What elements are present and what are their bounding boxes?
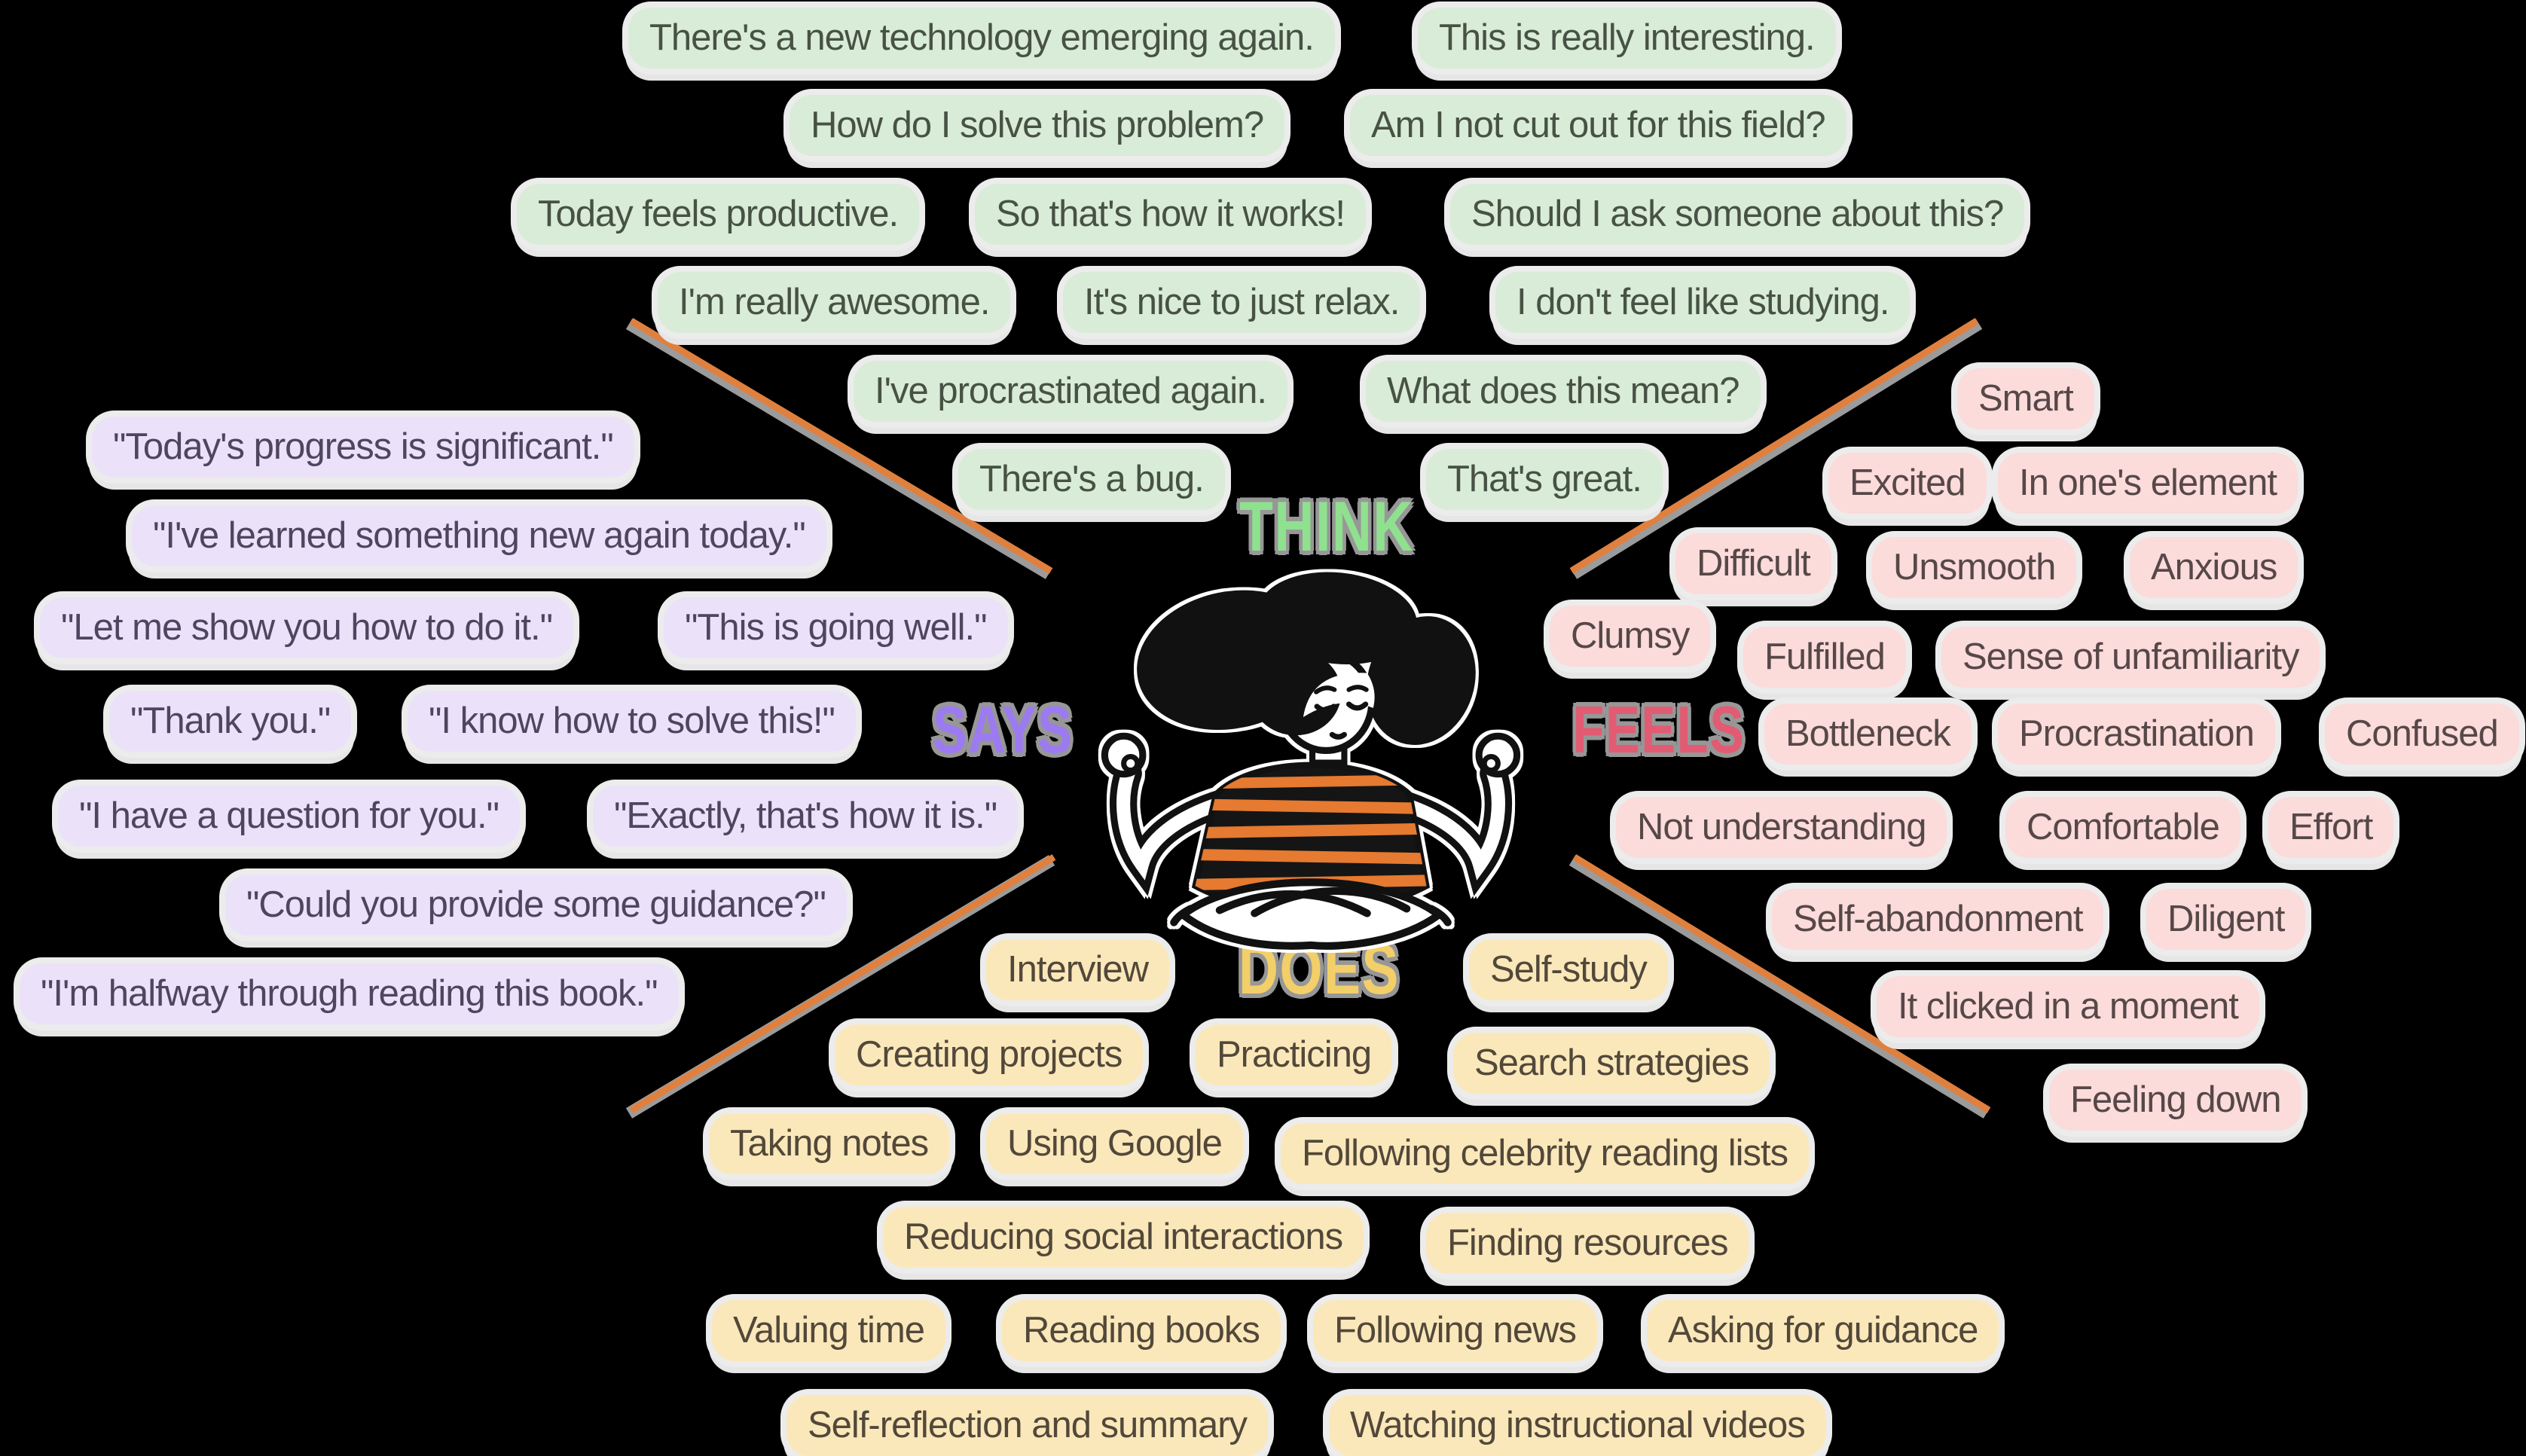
says-pill: "I've learned something new again today.… [132,505,826,566]
says-pill: "I'm halfway through reading this book." [20,963,679,1024]
feels-pill: Unsmooth [1872,537,2077,598]
think-pill: I've procrastinated again. [854,361,1287,422]
does-pill: Finding resources [1426,1213,1749,1274]
does-pill: Search strategies [1453,1033,1770,1094]
feels-pill: Smart [1957,368,2094,429]
says-pill: "Let me show you how to do it." [40,597,574,658]
figure-arms [1101,732,1521,896]
feels-pill: Confused [2325,704,2519,765]
feels-pill: Clumsy [1550,606,1711,667]
does-pill: Creating projects [835,1024,1144,1085]
think-pill: Should I ask someone about this? [1450,184,2025,245]
does-pill: Taking notes [709,1113,950,1174]
think-pill: That's great. [1426,449,1663,510]
think-pill: I'm really awesome. [658,272,1011,333]
does-pill: Reading books [1002,1300,1281,1361]
does-pill: Following news [1313,1300,1597,1361]
think-pill: What does this mean? [1366,361,1761,422]
feels-pill: It clicked in a moment [1877,976,2259,1037]
says-pill: "Thank you." [109,691,352,752]
feels-pill: Sense of unfamiliarity [1941,627,2320,688]
does-pill: Valuing time [712,1300,946,1361]
feels-pill: Anxious [2130,537,2298,598]
feels-pill: Procrastination [1998,704,2275,765]
think-pill: Today feels productive. [517,184,920,245]
meditating-person-illustration [1101,572,1521,950]
does-pill: Watching instructional videos [1329,1395,1826,1456]
says-pill: "I know how to solve this!" [408,691,856,752]
says-pill: "This is going well." [664,597,1008,658]
think-heading: THINK [1239,487,1414,566]
feels-pill: Not understanding [1616,797,1947,858]
says-pill: "Could you provide some guidance?" [225,875,847,936]
think-pill: This is really interesting. [1418,8,1836,69]
feels-pill: Diligent [2146,889,2306,950]
feels-pill: Fulfilled [1743,627,1906,688]
feels-pill: Self-abandonment [1772,889,2104,950]
feels-pill: Difficult [1675,533,1831,594]
think-pill: It's nice to just relax. [1063,272,1421,333]
does-pill: Practicing [1196,1024,1393,1085]
figure-head [1137,572,1476,766]
does-pill: Self-study [1469,939,1668,1000]
does-pill: Interview [986,939,1170,1000]
says-heading: SAYS [932,692,1074,767]
does-pill: Using Google [986,1113,1243,1174]
feels-pill: Comfortable [2005,797,2240,858]
says-pill: "Today's progress is significant." [92,417,634,478]
think-pill: So that's how it works! [975,184,1366,245]
think-pill: How do I solve this problem? [790,95,1285,156]
think-pill: I don't feel like studying. [1495,272,1911,333]
feels-pill: Effort [2268,797,2394,858]
feels-pill: Feeling down [2049,1070,2302,1131]
think-pill: Am I not cut out for this field? [1350,95,1846,156]
think-pill: There's a bug. [958,449,1225,510]
figure-legs [1170,878,1452,950]
think-pill: There's a new technology emerging again. [628,8,1335,69]
says-pill: "Exactly, that's how it is." [593,786,1019,847]
feels-heading: FEELS [1572,692,1746,767]
feels-pill: Excited [1828,453,1987,514]
feels-pill: Bottleneck [1764,704,1972,765]
does-pill: Following celebrity reading lists [1281,1123,1810,1184]
feels-pill: In one's element [1998,453,2298,514]
does-pill: Self-reflection and summary [787,1395,1269,1456]
does-pill: Asking for guidance [1647,1300,1999,1361]
does-pill: Reducing social interactions [883,1207,1364,1268]
says-pill: "I have a question for you." [58,786,521,847]
